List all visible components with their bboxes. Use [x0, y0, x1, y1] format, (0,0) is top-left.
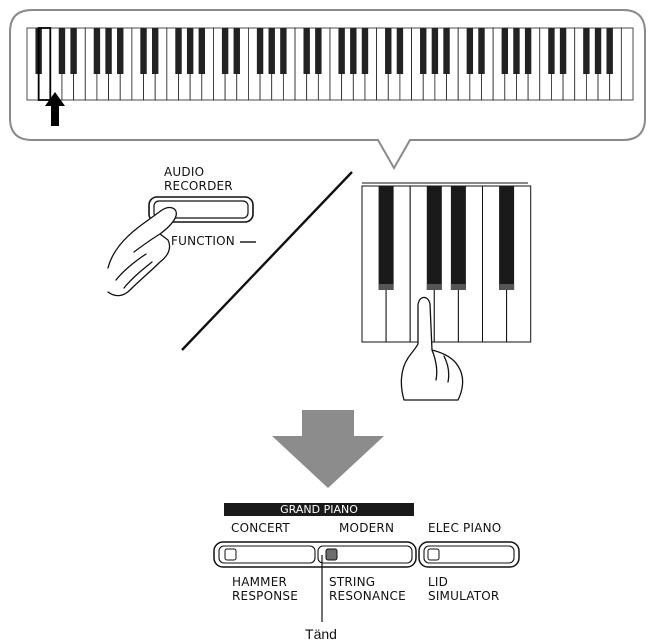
- tone-label-modern: MODERN: [339, 521, 395, 535]
- black-key: [93, 28, 101, 74]
- tone-label-concert: CONCERT: [231, 521, 290, 535]
- black-key: [431, 28, 439, 74]
- up-arrow-icon: [45, 92, 65, 126]
- down-arrow-icon: [272, 410, 384, 488]
- black-key: [385, 28, 392, 74]
- black-key: [466, 28, 474, 74]
- keyboard-callout: [9, 9, 646, 171]
- black-key: [443, 28, 450, 74]
- black-key: [548, 28, 555, 74]
- black-key: [105, 28, 112, 74]
- black-key: [315, 28, 322, 74]
- black-key: [350, 28, 357, 74]
- recorder-button-group: [107, 196, 256, 297]
- black-key: [361, 28, 369, 74]
- tone-button-modern-inner: [317, 545, 413, 564]
- lit-callout-label: Tänd: [305, 626, 337, 642]
- zoom-black-key: [450, 186, 466, 290]
- lamp-elec-piano: [427, 548, 440, 561]
- lamp-modern: [325, 548, 338, 561]
- black-key: [198, 28, 206, 74]
- black-key: [606, 28, 613, 74]
- black-key: [280, 28, 287, 74]
- audio-recorder-label-2: RECORDER: [164, 179, 233, 193]
- zoom-black-key-tip: [499, 284, 515, 290]
- tone-button-elec-piano-inner: [423, 545, 515, 564]
- audio-recorder-button-inner: [153, 200, 249, 219]
- sub-label-hammer-1: HAMMER: [232, 575, 288, 589]
- black-key: [559, 28, 567, 74]
- separator-diagonal: [181, 171, 353, 351]
- black-key: [117, 28, 124, 74]
- grand-piano-bar: [224, 503, 414, 516]
- black-key: [396, 28, 404, 74]
- sub-label-string-1: STRING: [329, 575, 376, 589]
- black-key: [221, 28, 229, 74]
- zoom-black-key-tip: [450, 284, 466, 290]
- black-key: [524, 28, 532, 74]
- black-key: [338, 28, 345, 74]
- black-key: [478, 28, 485, 74]
- black-key: [151, 28, 159, 74]
- black-key: [256, 28, 264, 74]
- zoom-black-key: [499, 186, 515, 290]
- grand-piano-label: GRAND PIANO: [280, 503, 358, 516]
- tone-label-elec-piano: ELEC PIANO: [428, 521, 502, 535]
- black-key: [233, 28, 240, 74]
- pressing-hand-icon: [107, 206, 177, 297]
- black-key: [268, 28, 275, 74]
- zoom-keys: [361, 182, 532, 401]
- black-key: [513, 28, 520, 74]
- black-key: [420, 28, 427, 74]
- black-key: [501, 28, 509, 74]
- tone-button-concert-inner: [218, 545, 316, 564]
- sub-label-lid-1: LID: [428, 575, 449, 589]
- zoom-black-key-tip: [426, 284, 442, 290]
- sub-label-lid-2: SIMULATOR: [428, 589, 500, 603]
- black-key: [175, 28, 182, 74]
- full-keyboard: [26, 27, 634, 101]
- zoom-black-key: [378, 186, 394, 290]
- sub-label-string-2: RESONANCE: [329, 589, 406, 603]
- black-key: [186, 28, 194, 74]
- highlighted-key: [37, 27, 52, 101]
- audio-recorder-label-1: AUDIO: [164, 165, 205, 179]
- zoom-black-key: [426, 186, 442, 290]
- black-key: [58, 28, 66, 74]
- black-key: [594, 28, 602, 74]
- pointing-hand-icon: [400, 296, 464, 401]
- black-key: [70, 28, 77, 74]
- zoom-keys-set: [361, 185, 532, 343]
- black-key: [140, 28, 147, 74]
- sub-label-hammer-2: RESPONSE: [232, 589, 298, 603]
- black-key: [303, 28, 310, 74]
- tone-panel: [213, 541, 520, 622]
- black-key: [583, 28, 590, 74]
- lamp-concert: [224, 548, 237, 561]
- zoom-black-key-tip: [378, 284, 394, 290]
- function-label: FUNCTION: [171, 234, 235, 248]
- white-key: [620, 27, 634, 101]
